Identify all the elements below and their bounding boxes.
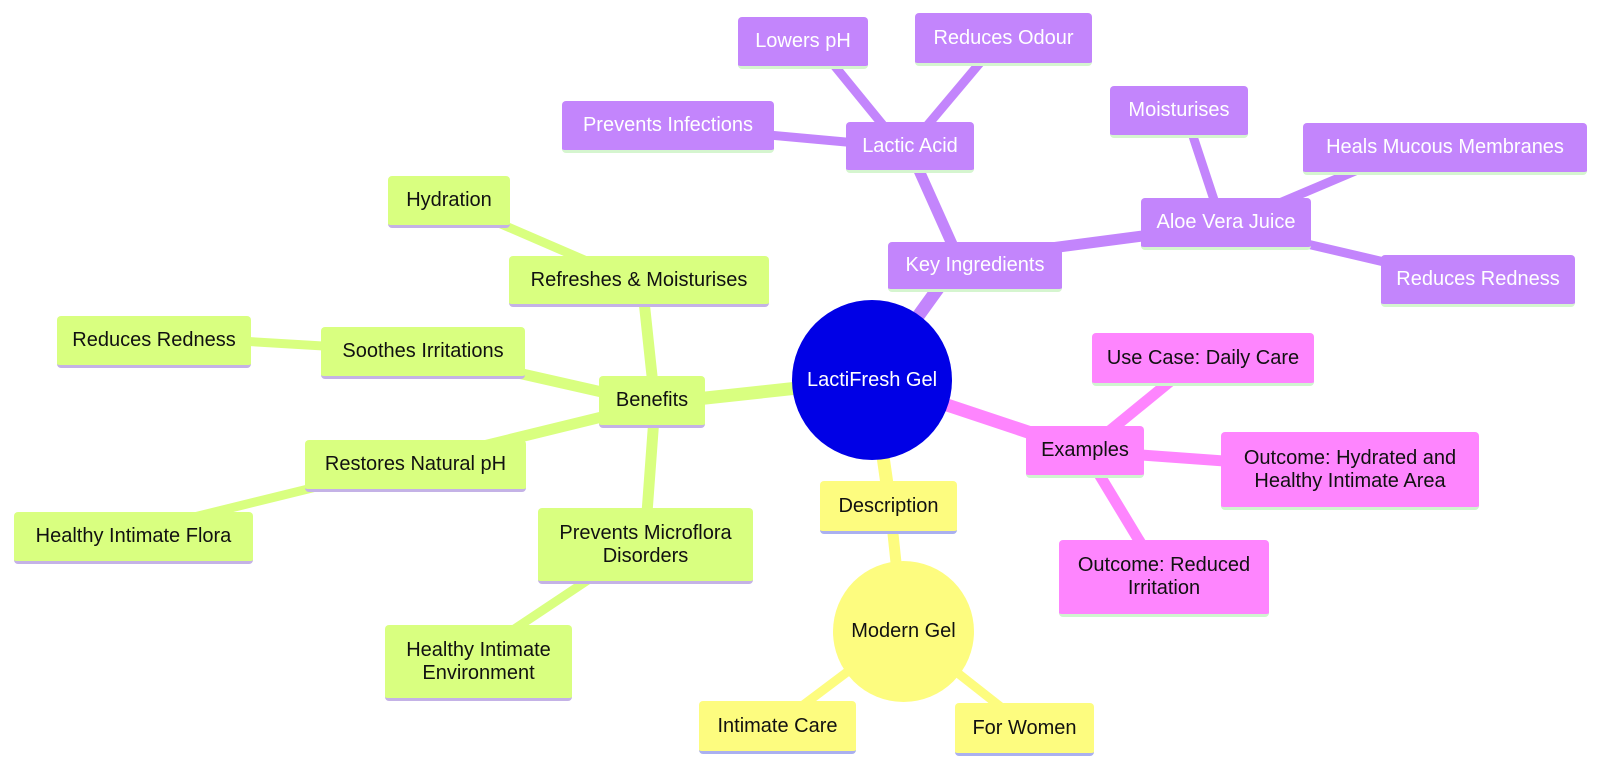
node-restores-natural-ph: Restores Natural pH: [305, 440, 526, 492]
node-lowers-ph: Lowers pH: [738, 17, 868, 69]
node-outcome-reduced-irritation: Outcome: Reduced Irritation: [1059, 540, 1269, 617]
node-heals-mucous-membranes: Heals Mucous Membranes: [1303, 123, 1587, 175]
node-aloe-vera-juice: Aloe Vera Juice: [1141, 198, 1311, 250]
node-modern-gel: Modern Gel: [833, 561, 974, 702]
node-reduces-odour: Reduces Odour: [915, 13, 1092, 66]
node-aloe-reduces-redness: Reduces Redness: [1381, 255, 1575, 307]
node-benefits-reduces-redness: Reduces Redness: [57, 316, 251, 368]
node-for-women: For Women: [955, 703, 1094, 756]
node-healthy-intimate-flora: Healthy Intimate Flora: [14, 512, 253, 564]
node-key-ingredients: Key Ingredients: [888, 242, 1062, 292]
node-prevents-microflora-disorders: Prevents Microflora Disorders: [538, 508, 753, 584]
node-soothes-irritations: Soothes Irritations: [321, 327, 525, 379]
root-node: LactiFresh Gel: [792, 300, 952, 460]
node-prevents-infections: Prevents Infections: [562, 101, 774, 153]
node-moisturises: Moisturises: [1110, 86, 1248, 138]
root-label: LactiFresh Gel: [806, 368, 938, 391]
node-healthy-intimate-environment: Healthy Intimate Environment: [385, 625, 572, 701]
node-use-case-daily-care: Use Case: Daily Care: [1092, 333, 1314, 386]
node-refreshes-moisturises: Refreshes & Moisturises: [509, 256, 769, 307]
node-hydration: Hydration: [388, 176, 510, 228]
node-intimate-care: Intimate Care: [699, 701, 856, 754]
node-benefits: Benefits: [599, 376, 705, 428]
node-lactic-acid: Lactic Acid: [846, 122, 974, 173]
node-examples: Examples: [1026, 426, 1144, 478]
node-outcome-hydrated: Outcome: Hydrated and Healthy Intimate A…: [1221, 432, 1479, 510]
node-description: Description: [820, 481, 957, 534]
